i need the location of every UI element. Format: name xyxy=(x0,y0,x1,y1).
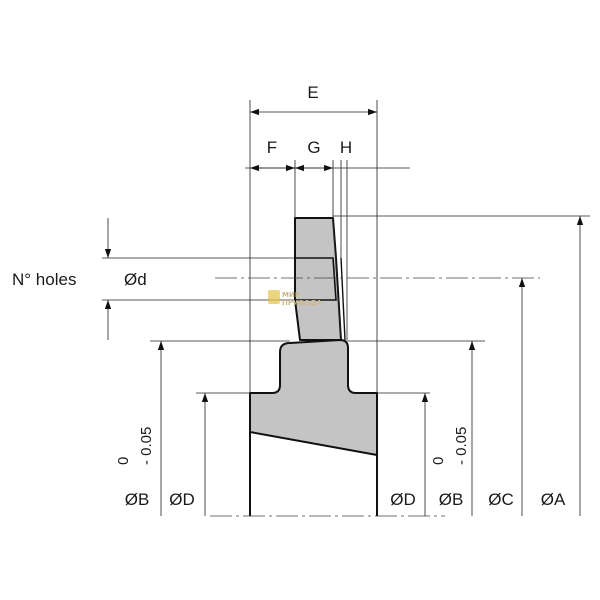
label-e: E xyxy=(307,83,318,102)
ring-taper-line xyxy=(332,217,342,341)
hub-section xyxy=(249,339,378,456)
label-b-left: ØB xyxy=(125,490,150,509)
label-tol-right-bottom: - 0.05 xyxy=(453,427,470,465)
label-f: F xyxy=(267,138,277,157)
watermark-logo: МИР ПРИВОДА xyxy=(268,290,322,307)
label-tol-right-top: 0 xyxy=(430,457,447,465)
svg-text:ПРИВОДА: ПРИВОДА xyxy=(282,299,322,307)
ring-face-line xyxy=(340,257,346,341)
label-c: ØC xyxy=(488,490,514,509)
label-hole-diameter: Ød xyxy=(124,270,147,289)
label-d-right: ØD xyxy=(390,490,416,509)
label-tol-left-bottom: - 0.05 xyxy=(138,427,155,465)
label-holes: N° holes xyxy=(12,270,76,289)
label-b-right: ØB xyxy=(439,490,464,509)
label-d-left: ØD xyxy=(169,490,195,509)
label-a: ØA xyxy=(541,490,566,509)
label-tol-left-top: 0 xyxy=(115,457,132,465)
label-h: H xyxy=(340,138,352,157)
svg-text:МИР: МИР xyxy=(282,291,300,299)
label-g: G xyxy=(307,138,320,157)
bolt-hole-outline xyxy=(295,257,337,301)
